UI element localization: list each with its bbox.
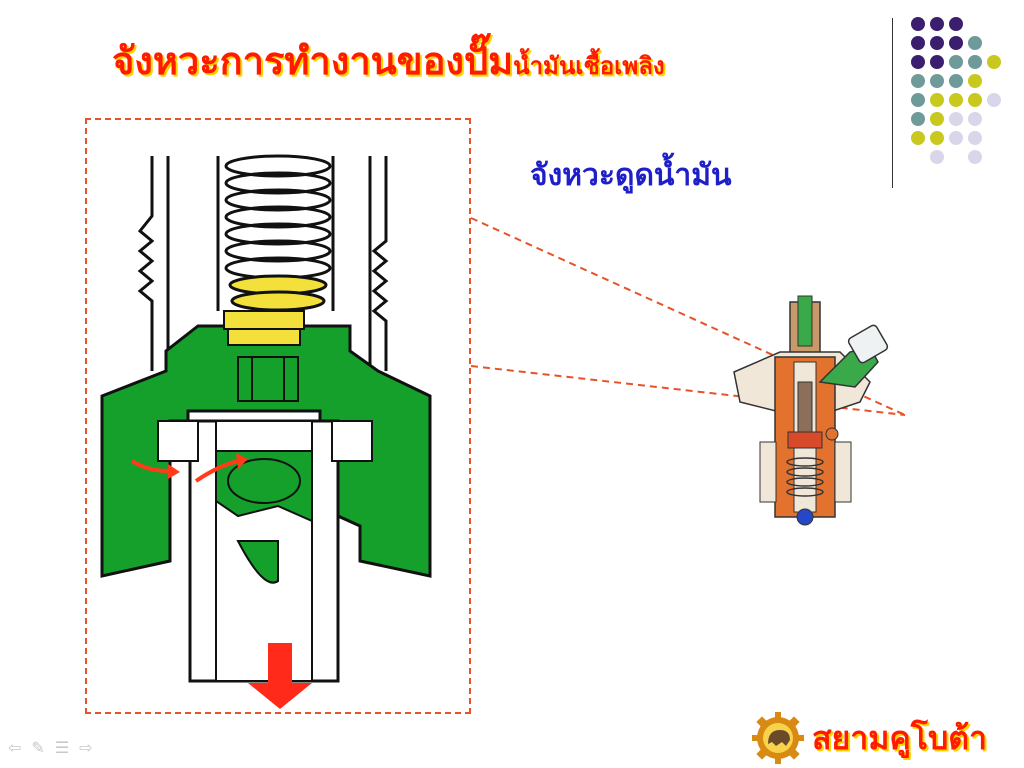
decorative-dot	[949, 93, 963, 107]
divider-line	[892, 18, 893, 188]
decorative-dot	[930, 36, 944, 50]
title-small: น้ำมันเชื้อเพลิง	[513, 52, 665, 80]
decorative-dot	[930, 55, 944, 69]
decorative-dot	[911, 17, 925, 31]
decorative-dot	[968, 36, 982, 50]
brand-name: สยามคูโบต้า	[812, 718, 987, 757]
decorative-dot	[949, 131, 963, 145]
diagram-frame	[85, 118, 471, 714]
downward-arrow-icon	[248, 683, 312, 709]
decorative-dot	[949, 17, 963, 31]
stroke-subtitle: จังหวะดูดน้ำมัน	[530, 158, 732, 193]
decorative-dot	[968, 112, 982, 126]
slide-nav: ⇦ ✎ ☰ ⇨	[8, 738, 93, 757]
decorative-dot	[911, 36, 925, 50]
decorative-dot	[968, 93, 982, 107]
pen-icon[interactable]: ✎	[31, 738, 45, 757]
decorative-dot	[987, 93, 1001, 107]
decorative-dot	[968, 74, 982, 88]
decorative-dot	[968, 150, 982, 164]
pump-cross-section	[100, 154, 432, 709]
decorative-dot	[930, 17, 944, 31]
decorative-dot-grid	[911, 17, 1001, 164]
decorative-dot	[911, 55, 925, 69]
decorative-dot	[949, 112, 963, 126]
next-arrow-icon[interactable]: ⇨	[79, 738, 93, 757]
prev-arrow-icon[interactable]: ⇦	[8, 738, 22, 757]
decorative-dot	[930, 150, 944, 164]
decorative-dot	[911, 112, 925, 126]
decorative-dot	[930, 131, 944, 145]
brand-logo: สยามคูโบต้า	[752, 712, 987, 764]
decorative-dot	[911, 74, 925, 88]
elephant-gear-logo-icon	[752, 712, 804, 764]
decorative-dot	[930, 74, 944, 88]
decorative-dot	[949, 74, 963, 88]
slide-title: จังหวะการทำงานของปั๊มน้ำมันเชื้อเพลิง	[112, 30, 665, 91]
menu-icon[interactable]: ☰	[54, 738, 70, 757]
decorative-dot	[949, 55, 963, 69]
decorative-dot	[911, 93, 925, 107]
decorative-dot	[911, 131, 925, 145]
decorative-dot	[949, 36, 963, 50]
downward-arrow-shaft	[268, 643, 292, 683]
decorative-dot	[968, 131, 982, 145]
title-main: จังหวะการทำงานของปั๊ม	[112, 39, 514, 83]
decorative-dot	[968, 55, 982, 69]
injection-pump-illustration	[733, 295, 889, 526]
decorative-dot	[987, 55, 1001, 69]
decorative-dot	[930, 112, 944, 126]
decorative-dot	[930, 93, 944, 107]
